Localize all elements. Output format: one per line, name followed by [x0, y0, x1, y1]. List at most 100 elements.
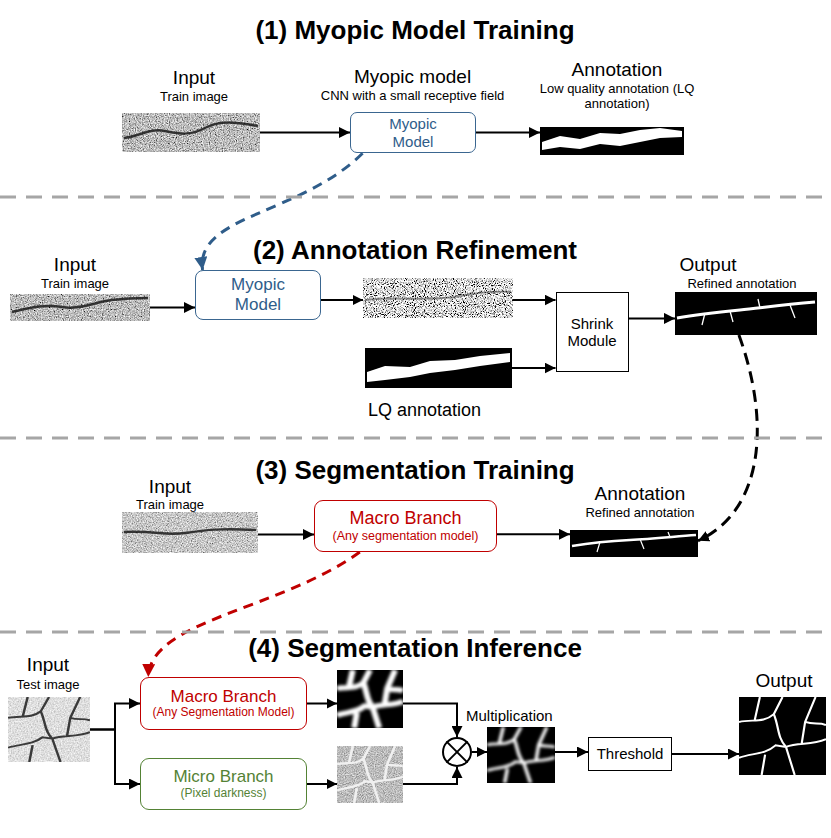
annotation-image: AnnotationRefined annotation	[570, 530, 698, 557]
branch-box: Macro Branch(Any segmentation model)	[314, 500, 497, 552]
asphalt-texture	[122, 512, 258, 553]
section-title: (1) Myopic Model Training	[255, 15, 574, 46]
crack-image: InputTrain image	[122, 113, 260, 152]
crack-network	[337, 746, 403, 803]
arrow-head	[477, 747, 487, 757]
box-label: Shrink Module	[562, 315, 622, 350]
crack-photo	[8, 697, 90, 762]
output-image: Output	[739, 697, 826, 775]
box-label: Macro Branch	[349, 508, 461, 529]
crack-branch	[702, 299, 795, 325]
caption-label: Train image	[41, 277, 109, 292]
map-ground	[739, 697, 826, 775]
box-label: Macro Branch	[171, 687, 277, 707]
caption-label: Refined annotation	[687, 277, 796, 292]
caption-label: Low quality annotation (LQ annotation)	[537, 82, 697, 112]
box-content: Shrink Module	[562, 315, 622, 350]
crack-line	[365, 292, 511, 300]
caption-label: Input	[27, 654, 69, 676]
crack-line	[337, 670, 403, 728]
caption-label: Train image	[160, 90, 228, 105]
caption-label: Test image	[17, 678, 80, 693]
connector	[90, 704, 140, 730]
crack-photo	[122, 113, 260, 152]
multiply-symbol	[446, 741, 467, 762]
caption-label: Refined annotation	[585, 506, 694, 521]
refined-mask	[570, 530, 698, 557]
section-title: (2) Annotation Refinement	[253, 235, 577, 266]
crack-image: InputTest image	[8, 697, 90, 762]
map-ground	[487, 727, 555, 783]
mask-ground	[570, 530, 698, 557]
refined-mask	[675, 292, 817, 335]
connector	[497, 533, 570, 535]
annotation-image: LQ annotation	[365, 348, 512, 388]
connector	[629, 317, 676, 319]
caption-label: Multiplication	[466, 707, 553, 724]
cross-line	[446, 741, 467, 762]
caption-label: Input	[173, 67, 215, 89]
section-separator	[0, 197, 831, 632]
box-content: Macro Branch(Any Segmentation Model)	[152, 687, 294, 720]
mask-ground	[365, 348, 512, 388]
connector	[260, 132, 350, 134]
crack-photo	[122, 512, 258, 553]
arrow-head	[327, 699, 337, 709]
annotation-image: OutputRefined annotation	[675, 292, 817, 335]
model-box: Myopic Model	[195, 270, 321, 320]
crack-line	[572, 535, 696, 546]
micro-output	[337, 746, 403, 803]
box-label: (Any segmentation model)	[333, 529, 479, 543]
section-title: (3) Segmentation Training	[255, 455, 574, 486]
threshold-box: Threshold	[588, 737, 672, 771]
crack-network	[739, 697, 826, 775]
crack-photo	[10, 294, 150, 321]
connector	[150, 307, 195, 309]
caption-label: Train image	[136, 498, 204, 513]
connector	[258, 534, 314, 536]
crack-line	[8, 697, 90, 762]
caption-label: LQ annotation	[368, 400, 481, 421]
caption-label: Annotation	[595, 483, 686, 505]
mask-ground	[540, 127, 684, 155]
crack-line	[337, 746, 403, 803]
box-label: Myopic Model	[378, 115, 448, 150]
box-content: Micro Branch(Pixel darkness)	[173, 767, 273, 800]
model-box: Myopic modelCNN with a small receptive f…	[350, 112, 476, 154]
crack-line	[739, 697, 826, 775]
caption-label: Annotation	[572, 59, 663, 81]
annotation-image: AnnotationLow quality annotation (LQ ann…	[540, 127, 684, 155]
dashed-line	[0, 437, 831, 440]
box-label: Threshold	[597, 745, 664, 762]
crack-network	[337, 670, 403, 728]
multiply-circle: Multiplication	[442, 737, 472, 767]
section-title: (4) Segmentation Inference	[248, 633, 582, 664]
mask-region	[367, 353, 510, 382]
branch-box: Micro Branch(Pixel darkness)	[140, 758, 307, 810]
branch-box: Macro Branch(Any Segmentation Model)	[140, 677, 307, 730]
caption-label: Output	[679, 254, 736, 276]
asphalt-texture	[10, 294, 150, 321]
crack-branch	[597, 532, 670, 552]
crack-line	[124, 529, 256, 534]
caption-label: Input	[54, 254, 96, 276]
box-content: Myopic Model	[218, 275, 298, 314]
box-label: Myopic Model	[218, 275, 298, 314]
box-content: Threshold	[597, 745, 664, 762]
crack-network	[8, 697, 90, 762]
arrow-head	[327, 779, 337, 789]
box-content: Myopic Model	[378, 115, 448, 150]
box-content: Macro Branch(Any segmentation model)	[333, 508, 479, 543]
crack-image: InputTrain image	[122, 512, 258, 553]
product-output	[487, 727, 555, 783]
box-label: (Pixel darkness)	[180, 787, 266, 801]
dashed-line	[0, 196, 831, 199]
crack-network	[487, 727, 555, 783]
lq-mask	[540, 127, 684, 155]
lq-mask	[365, 348, 512, 388]
cross-line	[446, 741, 467, 762]
connector	[90, 730, 140, 785]
caption-label: CNN with a small receptive field	[321, 88, 505, 103]
crack-image: InputTrain image	[10, 294, 150, 321]
